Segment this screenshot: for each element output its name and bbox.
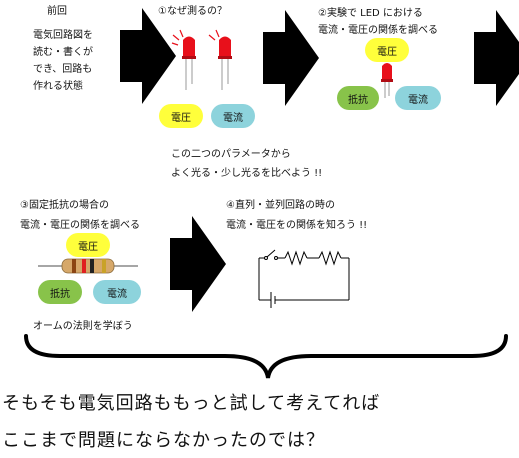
panel1-caption: この二つのパラメータから よく光る・少し光るを比べよう !!	[171, 145, 322, 183]
caption-line: よく光る・少し光るを比べよう !!	[171, 168, 323, 179]
panel4-title: ④直列・並列回路の時の 電流・電圧をの関係を知ろう !!	[226, 196, 367, 236]
voltage-badge: 電圧	[66, 233, 110, 257]
arrow-right-icon	[263, 10, 319, 106]
led-icon	[171, 29, 196, 90]
caption-line: この二つのパラメータから	[171, 149, 291, 160]
title-line: ④直列・並列回路の時の	[226, 200, 335, 211]
current-badge: 電流	[211, 104, 255, 128]
title-line: 電流・電圧の関係を調べる	[318, 25, 438, 36]
arrow-right-icon	[120, 8, 176, 104]
voltage-badge: 電圧	[159, 104, 203, 128]
conclusion-line-2: ここまで問題にならなかったのでは？	[2, 430, 325, 451]
prev-line: 読む・書くが	[33, 47, 93, 58]
prev-title: 前回	[47, 6, 67, 17]
brace-icon	[24, 334, 508, 379]
arrow-right-icon	[474, 10, 519, 106]
conclusion-line-1: そもそも電気回路ももっと試して考えてれば	[2, 393, 381, 414]
panel3-caption: オームの法則を学ぼう	[33, 321, 133, 332]
panel1-title: ①なぜ測るの？	[158, 6, 227, 17]
voltage-badge: 電圧	[365, 38, 409, 62]
current-badge: 電流	[395, 86, 441, 110]
prev-line: 電気回路図を	[33, 30, 93, 41]
title-line: ②実験で LED における	[318, 8, 423, 19]
current-badge: 電流	[93, 280, 141, 304]
resistance-badge: 抵抗	[38, 280, 82, 304]
resistance-badge: 抵抗	[337, 86, 379, 110]
resistor-icon	[38, 258, 138, 274]
led-icon	[381, 63, 393, 98]
panel2-title: ②実験で LED における 電流・電圧の関係を調べる	[318, 5, 438, 39]
led-icon	[208, 29, 232, 90]
arrow-right-icon	[170, 216, 226, 312]
title-line: ③固定抵抗の場合の	[20, 200, 109, 211]
title-line: 電流・電圧の関係を調べる	[20, 220, 140, 231]
prev-line: 作れる状態	[33, 81, 83, 92]
panel3-title: ③固定抵抗の場合の 電流・電圧の関係を調べる	[20, 196, 140, 236]
prev-description: 電気回路図を 読む・書くが でき、回路も 作れる状態	[33, 27, 93, 95]
circuit-diagram-icon	[258, 249, 350, 308]
title-line: 電流・電圧をの関係を知ろう !!	[226, 220, 368, 231]
prev-line: でき、回路も	[33, 64, 93, 75]
